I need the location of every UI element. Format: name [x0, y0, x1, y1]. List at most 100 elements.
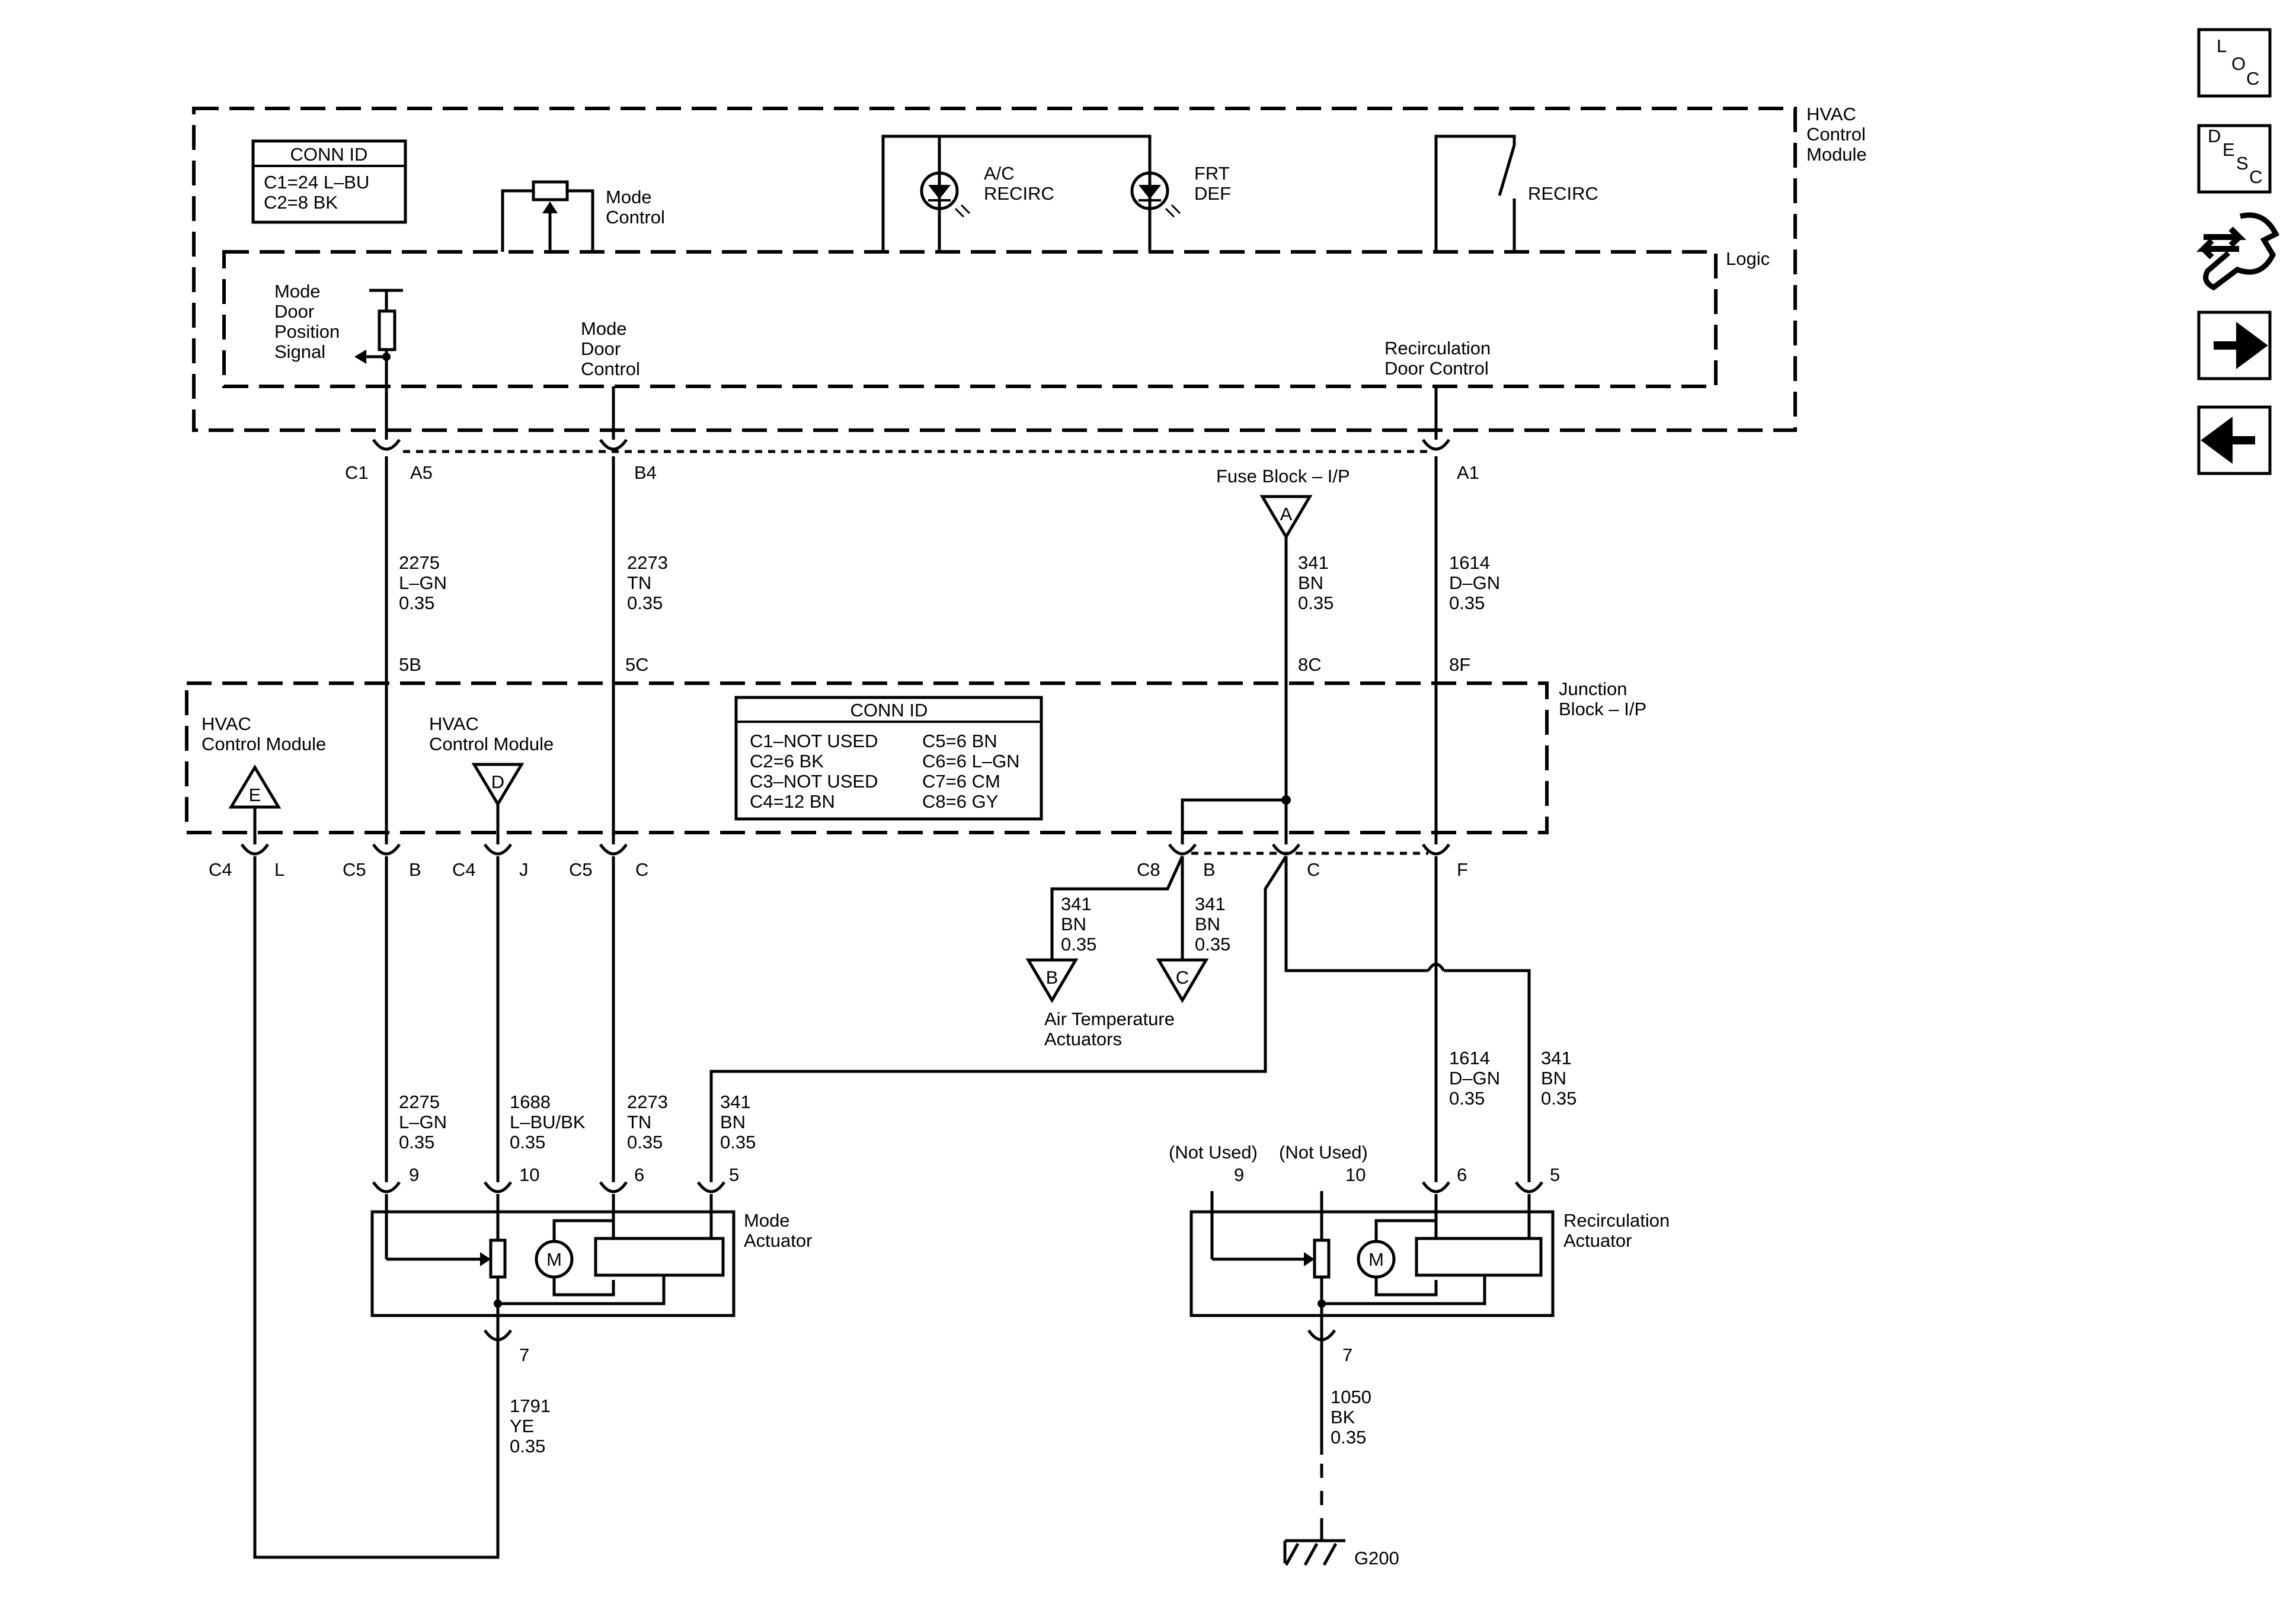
- ground-g200: G200: [1283, 1529, 1399, 1569]
- pin-label: 6: [634, 1164, 644, 1185]
- mode-door-position-sensor: Mode Door Position Signal: [274, 281, 403, 440]
- fuse-block-label: Fuse Block – I/P: [1216, 466, 1350, 486]
- conn-id-line: C7=6 CM: [922, 771, 1000, 792]
- wire-label: 341 BN 0.35: [1061, 894, 1096, 955]
- motor-label: M: [1368, 1249, 1384, 1270]
- wire-label: 341 BN 0.35: [720, 1092, 756, 1153]
- wire-label: 1614 D–GN 0.35: [1449, 552, 1505, 613]
- junction-block-title: Junction Block – I/P: [1559, 678, 1646, 719]
- svg-text:D: D: [2208, 126, 2221, 146]
- not-used-label: (Not Used): [1279, 1142, 1368, 1163]
- mode-door-control-label: Mode Door Control: [581, 318, 640, 379]
- ground-label: G200: [1354, 1548, 1399, 1569]
- mode-actuator: 9 10 6 5 M 7 Mode Actuator 1791 YE 0.35: [370, 1164, 812, 1457]
- mode-control-potentiometer: Mode Control: [501, 180, 665, 252]
- pin-label: C1: [345, 462, 369, 483]
- pin-label: 8F: [1449, 654, 1470, 675]
- wire-label: 1614 D–GN 0.35: [1449, 1048, 1505, 1109]
- wrench-icon[interactable]: [2196, 212, 2280, 291]
- not-used-label: (Not Used): [1169, 1142, 1258, 1163]
- junction-conn-id-table: CONN ID C1–NOT USED C2=6 BK C3–NOT USED …: [734, 696, 1043, 821]
- svg-text:C: C: [2249, 167, 2262, 187]
- svg-text:C: C: [2246, 68, 2259, 89]
- top-connectors: C1 A5 B4 A1: [345, 386, 1479, 483]
- wire-label: 2273 TN 0.35: [627, 1092, 673, 1153]
- wire-label: 1688 L–BU/BK 0.35: [510, 1092, 590, 1153]
- mode-control-label: Mode Control: [606, 187, 665, 228]
- pin-label: 5C: [625, 654, 649, 675]
- conn-id-line: C2=6 BK: [750, 751, 824, 772]
- recirculation-actuator: (Not Used) (Not Used) 9 10 6 5 M 7 Recir…: [1169, 1142, 1675, 1529]
- mode-door-position-signal-label: Mode Door Position Signal: [274, 281, 345, 362]
- hvac-control-module: HVAC Control Module CONN ID C1=24 L–BU C…: [192, 104, 1867, 440]
- arrow-right-icon[interactable]: [2197, 311, 2272, 380]
- junction-bottom-connectors: C4 L C5 B C4 J C5 C C8 B C F: [209, 833, 1468, 880]
- pin-label: C5: [343, 859, 366, 880]
- wire-label: 341 BN 0.35: [1298, 552, 1334, 613]
- air-temperature-actuator-refs: B C 341 BN 0.35 341 BN 0.35 Air Temperat…: [1025, 855, 1230, 1049]
- pin-label: 7: [1342, 1345, 1352, 1365]
- fuse-ref-letter: A: [1280, 504, 1293, 524]
- indicator-circuit: A/C RECIRC FRT DEF: [881, 135, 1231, 252]
- fuse-block-ref: Fuse Block – I/P A: [1216, 466, 1350, 540]
- pin-label: C: [1307, 859, 1320, 880]
- svg-text:O: O: [2231, 53, 2246, 74]
- pin-label: 10: [519, 1164, 539, 1185]
- hvac-ref-d: HVAC Control Module D: [429, 713, 554, 833]
- recirc-actuator-label: Recirculation Actuator: [1563, 1210, 1675, 1251]
- ac-recirc-led-icon: [920, 171, 959, 210]
- air-temp-ref-letter: C: [1176, 967, 1189, 988]
- upper-wires: 2275 L–GN 0.35 2273 TN 0.35 341 BN 0.35 …: [385, 456, 1505, 833]
- conn-id-line: C4=12 BN: [750, 791, 835, 812]
- pin-label: 8C: [1298, 654, 1322, 675]
- conn-id-line: C2=8 BK: [264, 192, 338, 213]
- recirc-door-control-label: Recirculation Door Control: [1384, 338, 1496, 379]
- pin-label: B4: [634, 462, 657, 483]
- conn-id-line: C5=6 BN: [922, 731, 997, 751]
- pin-label: B: [409, 859, 421, 880]
- conn-id-line: C6=6 L–GN: [922, 751, 1020, 772]
- hvac-ref-e: HVAC Control Module E: [202, 713, 326, 833]
- pin-label: 7: [519, 1345, 529, 1365]
- svg-text:E: E: [2223, 139, 2235, 160]
- pin-label: A1: [1457, 462, 1479, 483]
- pin-label: B: [1203, 859, 1216, 880]
- wire-label: 1791 YE 0.35: [510, 1395, 556, 1457]
- logic-label: Logic: [1726, 248, 1770, 269]
- loc-icon[interactable]: L O C: [2197, 28, 2272, 98]
- side-nav: L O C D E S C: [2196, 28, 2280, 475]
- desc-icon[interactable]: D E S C: [2197, 124, 2272, 194]
- logic-boundary: [222, 250, 1718, 388]
- wire-label: 2275 L–GN 0.35: [399, 552, 452, 613]
- junction-block-boundary: [185, 681, 1549, 834]
- ac-recirc-label: A/C RECIRC: [984, 163, 1054, 204]
- pin-label: 6: [1457, 1164, 1467, 1185]
- frt-def-led-icon: [1130, 171, 1169, 210]
- conn-id-line: C1–NOT USED: [750, 731, 878, 751]
- wire-label: 341 BN 0.35: [1195, 894, 1230, 955]
- wire-label: 341 BN 0.35: [1541, 1048, 1576, 1109]
- conn-id-header: CONN ID: [850, 700, 928, 721]
- lower-wires: 2275 L–GN 0.35 1688 L–BU/BK 0.35 2273 TN…: [253, 855, 1576, 1559]
- svg-text:L: L: [2217, 36, 2227, 56]
- pin-label: 9: [409, 1164, 419, 1185]
- pin-label: A5: [410, 462, 433, 483]
- conn-id-header: CONN ID: [290, 144, 368, 165]
- pin-label: L: [274, 859, 284, 880]
- pin-label: C8: [1137, 859, 1160, 880]
- pin-label: C4: [209, 859, 232, 880]
- conn-id-line: C1=24 L–BU: [264, 172, 369, 193]
- mode-actuator-label: Mode Actuator: [744, 1210, 812, 1251]
- pin-label: F: [1457, 859, 1468, 880]
- conn-id-line: C3–NOT USED: [750, 771, 878, 792]
- pin-label: 9: [1234, 1164, 1244, 1185]
- pin-label: C4: [452, 859, 476, 880]
- svg-text:S: S: [2236, 153, 2249, 174]
- pin-label: 5B: [399, 654, 421, 675]
- pin-label: J: [519, 859, 529, 880]
- air-temp-ref-letter: B: [1046, 967, 1059, 988]
- arrow-left-icon[interactable]: [2197, 405, 2272, 475]
- pin-label: 5: [1550, 1164, 1560, 1185]
- motor-label: M: [546, 1249, 562, 1270]
